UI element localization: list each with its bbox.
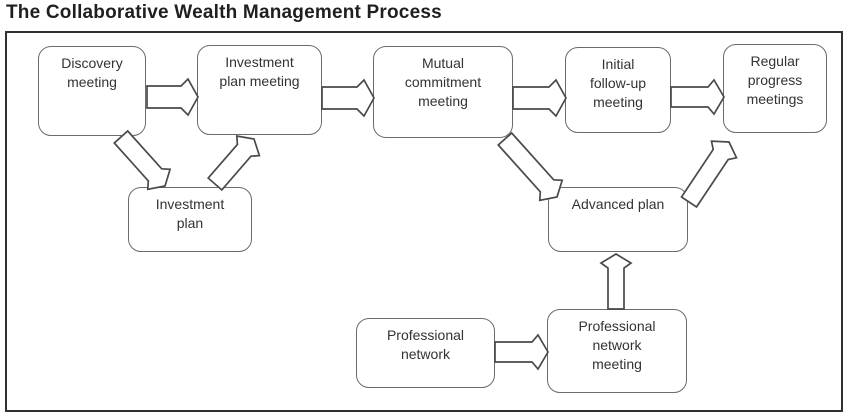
box-investment-plan-meeting: Investment plan meeting	[197, 45, 322, 135]
box-initial-follow-up-meeting: Initial follow-up meeting	[565, 47, 671, 133]
box-mutual-commitment-meeting: Mutual commitment meeting	[373, 46, 513, 138]
box-advanced-plan: Advanced plan	[548, 187, 688, 252]
box-discovery-meeting: Discovery meeting	[38, 46, 146, 136]
box-professional-network-meeting: Professional network meeting	[547, 309, 687, 393]
box-regular-progress-meetings: Regular progress meetings	[723, 44, 827, 133]
box-investment-plan: Investment plan	[128, 187, 252, 252]
box-professional-network: Professional network	[356, 318, 495, 388]
diagram-title: The Collaborative Wealth Management Proc…	[6, 2, 442, 23]
